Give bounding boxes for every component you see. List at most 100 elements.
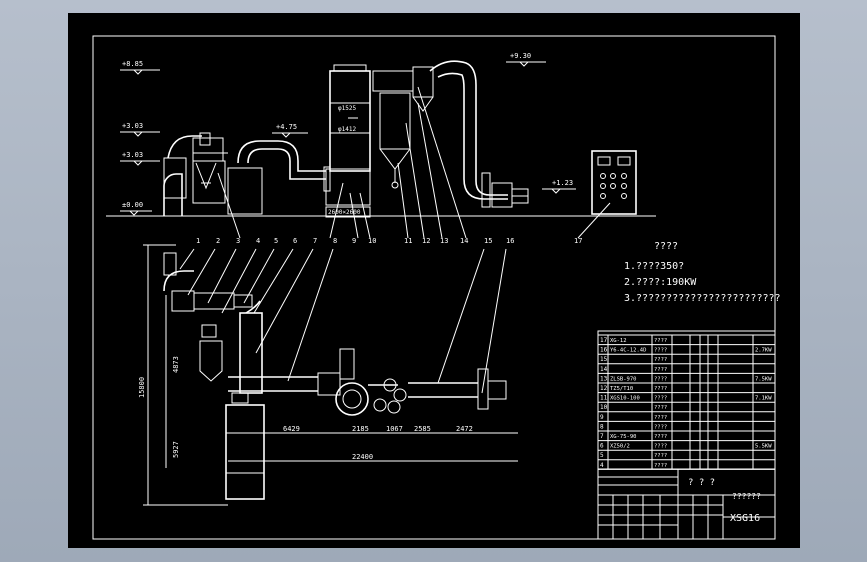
balloon-number: 3 (236, 237, 240, 245)
balloon-number: 1 (196, 237, 200, 245)
parts-row-name: ???? (654, 386, 667, 392)
parts-row-spec: XZ50/2 (610, 444, 630, 450)
annotation-label: φ1412 (338, 126, 356, 133)
parts-row-name: ???? (654, 367, 667, 373)
drawing-canvas: +8.85 +9.30 +3.03 +4.75 +3.03 ±0.00 +1.2… (92, 35, 781, 540)
dimension-label: 2585 (414, 425, 431, 433)
parts-row-name: ???? (654, 405, 667, 411)
dimension-label: 5927 (172, 441, 180, 458)
parts-row-no: 6 (600, 443, 604, 450)
parts-row-no: 14 (600, 366, 608, 373)
balloon-number: 14 (460, 237, 468, 245)
drawing-sheet: +8.85 +9.30 +3.03 +4.75 +3.03 ±0.00 +1.2… (68, 13, 800, 548)
balloon-number: 17 (574, 237, 582, 245)
parts-row-name: ???? (654, 463, 667, 469)
parts-row-no: 12 (600, 385, 608, 392)
parts-row-name: ???? (654, 444, 667, 450)
inner-border (92, 35, 776, 540)
fan-motor (491, 182, 529, 208)
parts-remark: 2.7KW (755, 348, 772, 354)
notes-line: 1.????350? (624, 261, 684, 272)
parts-row-name: ???? (654, 453, 667, 459)
dimension-label: 15800 (138, 377, 146, 398)
parts-row-name: ???? (654, 415, 667, 421)
parts-row-no: 5 (600, 452, 604, 459)
balloon-number: 7 (313, 237, 317, 245)
parts-row-no: 17 (600, 337, 608, 344)
balloon-number: 11 (404, 237, 412, 245)
dimension-label: 2472 (456, 425, 473, 433)
parts-row-no: 13 (600, 375, 608, 382)
parts-row-name: ???? (654, 434, 667, 440)
parts-remark: 7.1KW (755, 396, 772, 402)
dryer-tower: φ1525 φ1412 2600×2600 (325, 64, 371, 218)
parts-row-spec: XGS10-100 (610, 396, 640, 402)
dimension-label: 6429 (283, 425, 300, 433)
parts-row-no: 4 (600, 462, 604, 469)
top-leaders (217, 86, 611, 239)
parts-row-name: ???? (654, 396, 667, 402)
parts-row-no: 8 (600, 423, 604, 430)
balloon-number: 5 (274, 237, 278, 245)
furnace-assembly (163, 132, 263, 216)
cyclone-group (372, 66, 434, 189)
parts-row-no: 10 (600, 404, 608, 411)
parts-row-no: 7 (600, 433, 604, 440)
balloon-number: 4 (256, 237, 260, 245)
notes-line: 3.???????????????????????? (624, 293, 781, 304)
level-markers: +8.85 +9.30 +3.03 +4.75 +3.03 ±0.00 +1.2… (120, 52, 576, 216)
balloon-number: 13 (440, 237, 448, 245)
elevation-view: +8.85 +9.30 +3.03 +4.75 +3.03 ±0.00 +1.2… (106, 52, 656, 239)
parts-row-no: 15 (600, 356, 608, 363)
parts-row-spec: Y6-4C-12.4D (610, 348, 646, 354)
exhaust-duct (429, 60, 508, 208)
title-center-label: ? ? ? (688, 478, 715, 488)
balloon-number: 16 (506, 237, 514, 245)
dimension-label: 1067 (386, 425, 403, 433)
parts-row-name: ???? (654, 357, 667, 363)
dimension-label: 2185 (352, 425, 369, 433)
parts-row-spec: TZ5/T10 (610, 386, 633, 392)
level-label: +4.75 (276, 123, 297, 131)
level-label: +3.03 (122, 122, 143, 130)
parts-row-name: ???? (654, 424, 667, 430)
plan-view: 15800 4873 5927 (138, 244, 518, 506)
level-label: +8.85 (122, 60, 143, 68)
control-cabinet (591, 150, 637, 215)
parts-row-name: ???? (654, 376, 667, 382)
parts-remark: 7.5KW (755, 376, 772, 382)
drawing-number: XSG16 (730, 513, 760, 524)
balloon-number: 12 (422, 237, 430, 245)
balloon-number: 15 (484, 237, 492, 245)
notes-title: ???? (654, 241, 678, 252)
technical-notes: ???? 1.????350? 2.????:190KW 3.?????????… (624, 241, 781, 304)
parts-row-name: ???? (654, 338, 667, 344)
level-label: ±0.00 (122, 201, 143, 209)
balloon-number: 9 (352, 237, 356, 245)
annotation-label: 2600×2600 (328, 209, 361, 216)
parts-remark: 5.5KW (755, 444, 772, 450)
title-grid (598, 476, 723, 539)
level-label: +3.03 (122, 151, 143, 159)
parts-row-no: 16 (600, 347, 608, 354)
level-label: +1.23 (552, 179, 573, 187)
notes-line: 2.????:190KW (624, 277, 697, 288)
dimension-label: 22400 (352, 453, 373, 461)
top-balloon-numbers: 1 2 3 4 5 6 7 8 9 10 11 12 13 14 15 16 1… (196, 237, 582, 245)
parts-row-spec: XG-75-90 (610, 434, 637, 440)
equipment-name: ?????? (732, 492, 761, 501)
balloon-number: 6 (293, 237, 297, 245)
parts-row-no: 9 (600, 414, 604, 421)
balloon-number: 2 (216, 237, 220, 245)
parts-row-spec: ZLSB-970 (610, 376, 637, 382)
parts-row-no: 11 (600, 395, 608, 402)
dimension-label: 4873 (172, 356, 180, 373)
parts-row-name: ???? (654, 348, 667, 354)
balloon-number: 8 (333, 237, 337, 245)
level-label: +9.30 (510, 52, 531, 60)
annotation-label: φ1525 (338, 105, 356, 112)
inlet-duct (237, 140, 331, 192)
